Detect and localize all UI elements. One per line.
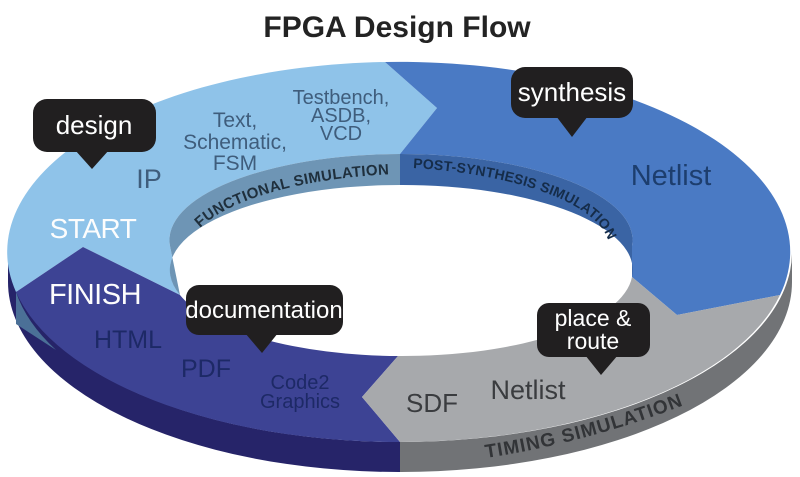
segment-documentation	[16, 247, 400, 443]
callout-design-bubble	[33, 99, 156, 152]
pdf-label: PDF	[181, 355, 231, 383]
synthesis-netlist-label: Netlist	[631, 160, 712, 192]
band-functional-simulation	[169, 154, 400, 295]
finish-label: FINISH	[49, 279, 141, 311]
callout-place-route-line-2: route	[567, 328, 619, 354]
testbench-line-2: ASDB,	[311, 105, 371, 127]
side-place-route	[400, 252, 792, 473]
callout-place-route-line-1: place &	[555, 305, 632, 331]
callout-documentation: documentation	[185, 285, 343, 353]
segment-place-route	[362, 277, 780, 442]
callout-place-route-label: place & route	[555, 305, 632, 354]
ip-label: IP	[136, 164, 162, 194]
callout-documentation-bubble	[186, 285, 343, 335]
callout-place-route-tail	[585, 355, 618, 375]
code2graphics-line-2: Graphics	[260, 391, 340, 413]
callout-place-route: place & route	[537, 303, 650, 375]
documentation-stage-texts: FINISH HTML PDF Code2 Graphics	[49, 279, 340, 413]
html-label: HTML	[94, 326, 162, 354]
callout-documentation-label: documentation	[185, 297, 342, 324]
testbench-artifacts: Testbench, ASDB, VCD	[293, 87, 390, 145]
inner-wall-bands	[169, 153, 633, 295]
testbench-line-3: VCD	[320, 123, 362, 145]
band-post-synthesis-simulation	[400, 153, 633, 277]
entry-line-2: Schematic,	[183, 131, 287, 154]
testbench-line-1: Testbench,	[293, 87, 390, 109]
code2graphics-label: Code2 Graphics	[260, 372, 340, 413]
callout-documentation-tail	[245, 333, 278, 353]
place-route-stage-texts: SDF Netlist	[406, 375, 566, 418]
callout-synthesis-tail	[556, 116, 588, 137]
ring-3d-sides	[8, 252, 792, 473]
callout-synthesis-bubble	[511, 67, 633, 118]
page-title: FPGA Design Flow	[263, 11, 531, 44]
callout-synthesis-label: synthesis	[518, 77, 626, 107]
callout-design-tail	[75, 150, 109, 169]
segment-design	[7, 62, 438, 295]
callout-design: design	[33, 99, 156, 169]
place-route-netlist-label: Netlist	[490, 375, 566, 405]
callout-synthesis: synthesis	[511, 67, 633, 137]
entry-line-1: Text,	[213, 109, 257, 132]
code2graphics-line-1: Code2	[271, 372, 330, 394]
start-label: START	[50, 213, 137, 244]
entry-line-3: FSM	[213, 152, 257, 175]
segment-synthesis	[385, 61, 791, 315]
callout-place-route-bubble	[537, 303, 650, 357]
side-design	[16, 292, 56, 350]
side-documentation	[8, 252, 400, 473]
ring-segments	[7, 61, 791, 443]
design-stage-texts: START IP Text, Schematic, FSM Testbench,…	[50, 87, 390, 244]
design-entry-methods: Text, Schematic, FSM	[183, 109, 287, 175]
sdf-label: SDF	[406, 388, 458, 418]
callout-design-label: design	[56, 110, 133, 140]
